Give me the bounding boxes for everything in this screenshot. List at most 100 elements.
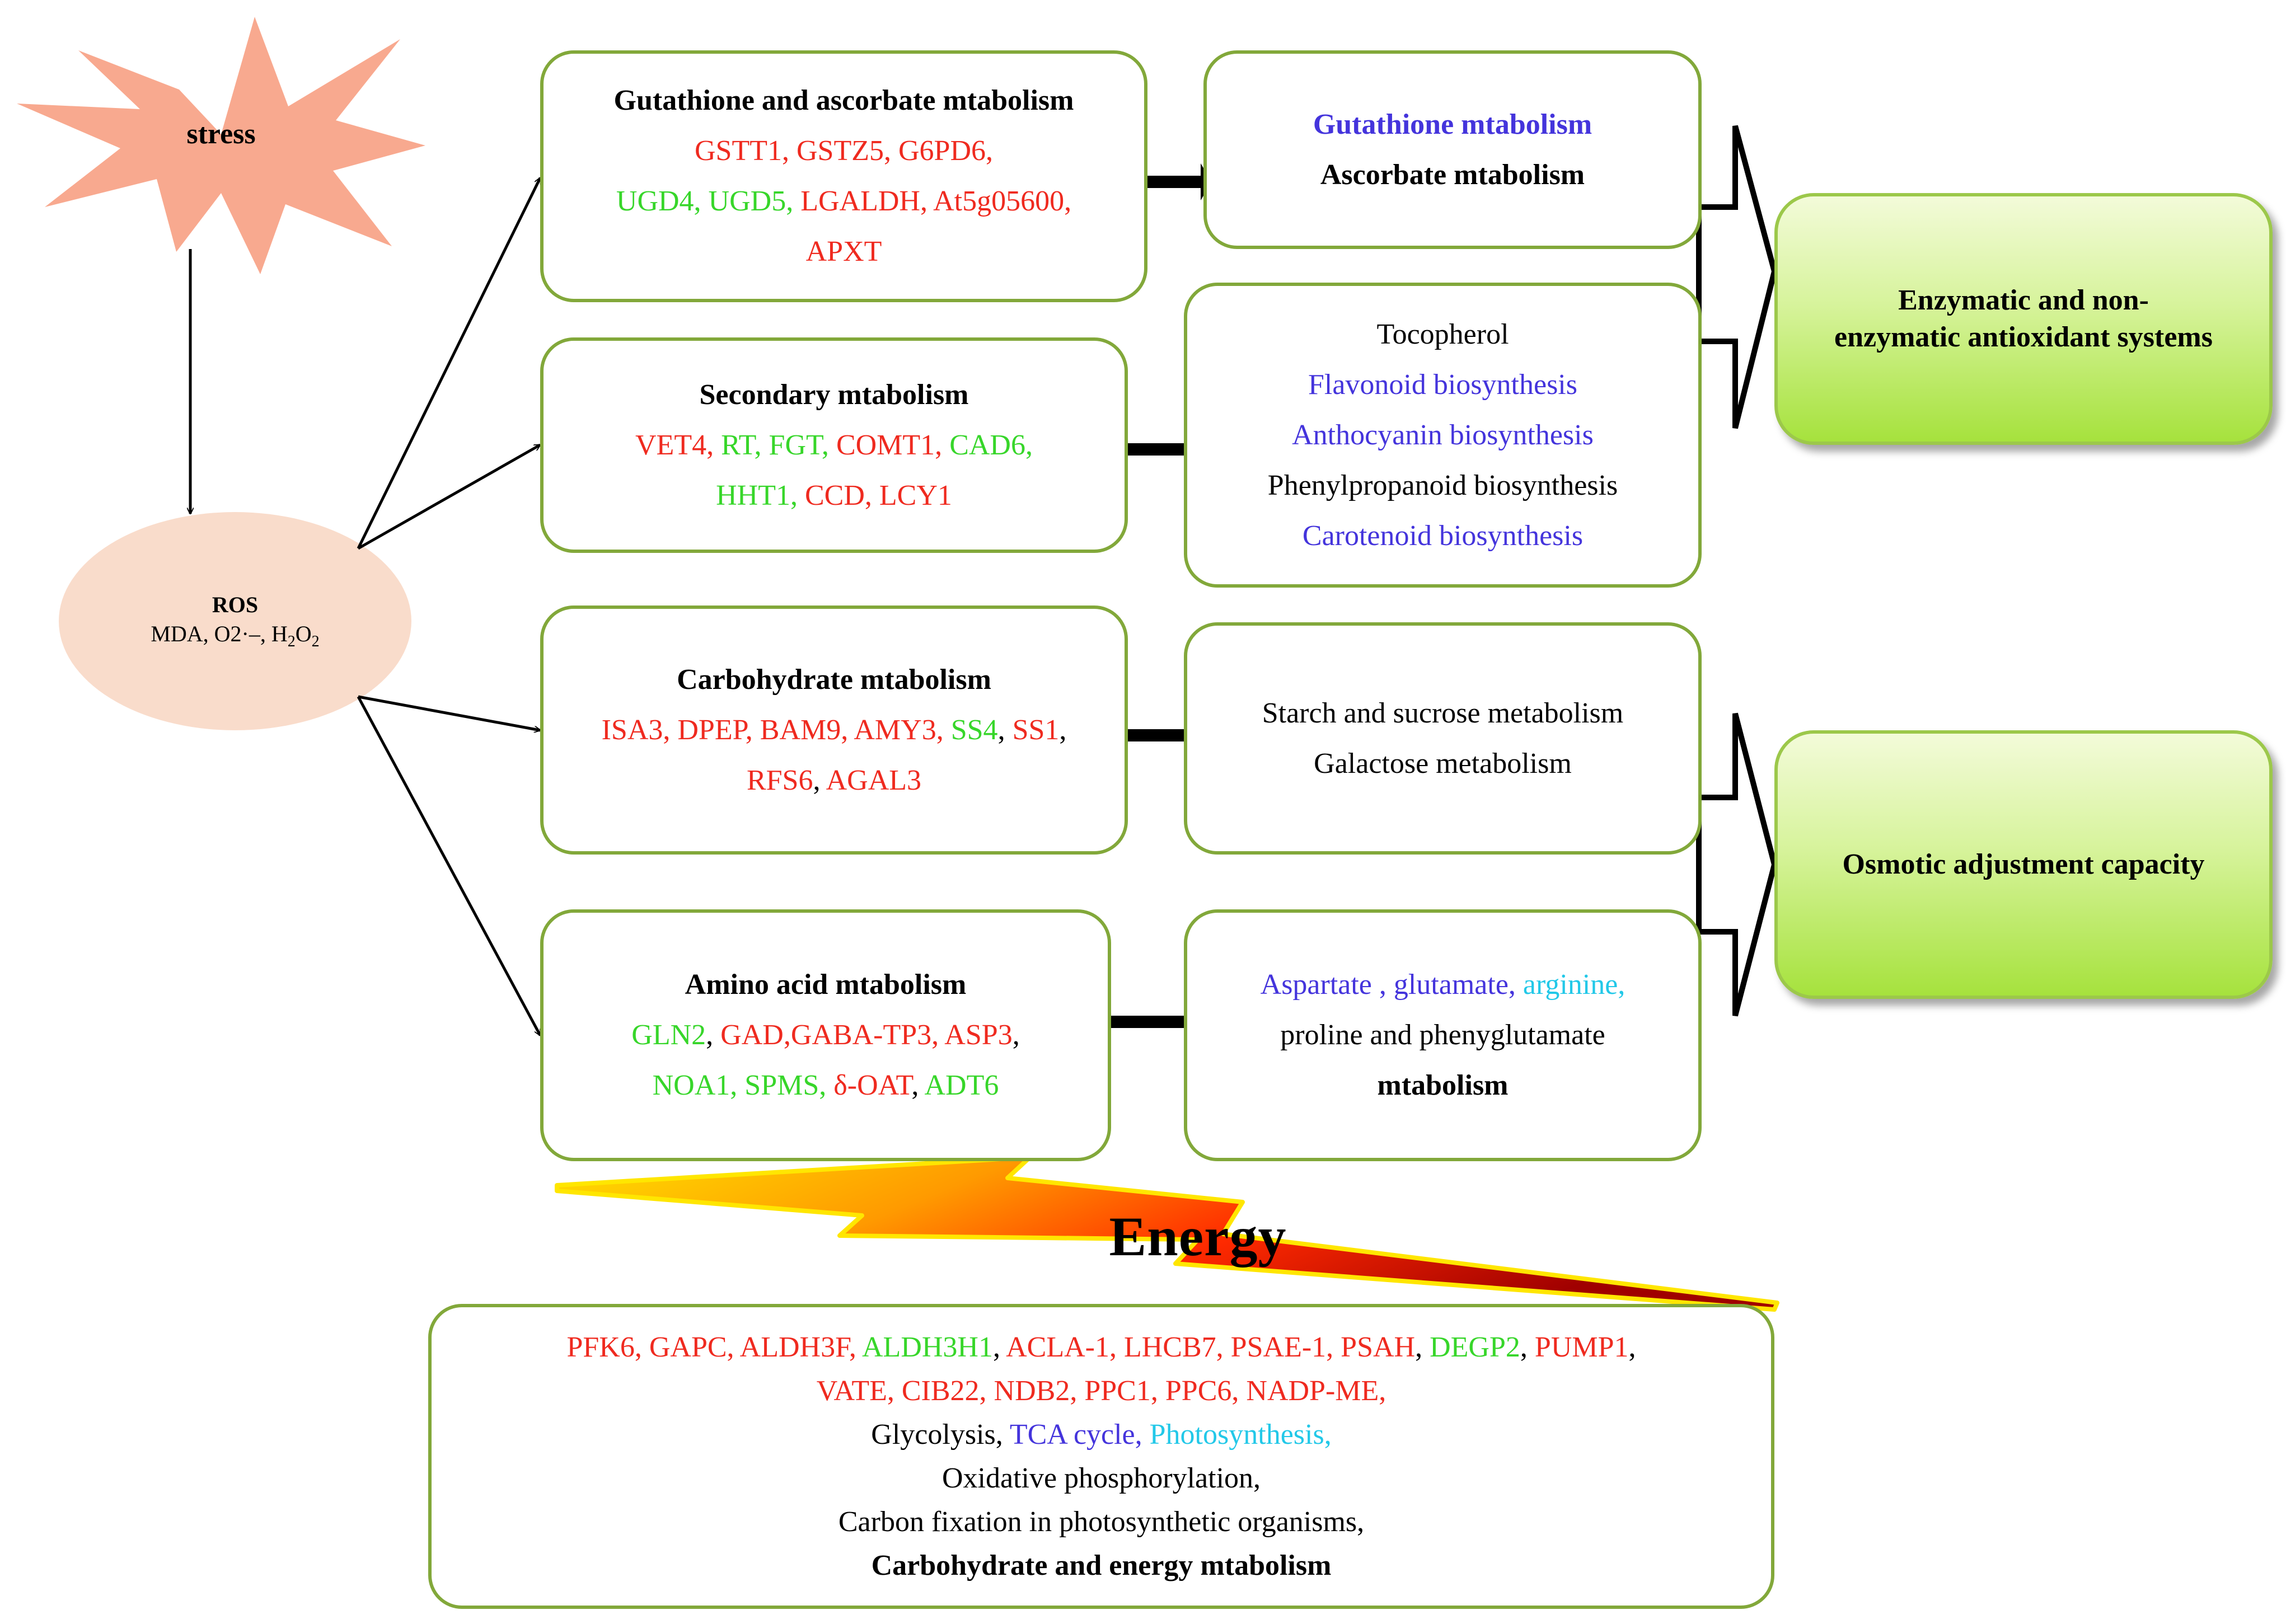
ros-label: ROS MDA, O2·–, H2O2 xyxy=(90,590,381,656)
text-line: PFK6, GAPC, ALDH3F, ALDH3H1, ACLA-1, LHC… xyxy=(566,1326,1636,1369)
pathway-line: Gutathione mtabolism xyxy=(1313,108,1592,140)
text-segment: NOA1, SPMS, xyxy=(652,1069,834,1101)
osmotic-outcome-line-1: Osmotic adjustment capacity xyxy=(1842,848,2205,880)
text-segment: , xyxy=(1415,1331,1430,1363)
text-segment: , xyxy=(1628,1331,1636,1363)
pathway-line: Flavonoid biosynthesis xyxy=(1308,368,1577,401)
text-segment: Carbon fixation in photosynthetic organi… xyxy=(838,1505,1365,1538)
text-line: Carbohydrate and energy mtabolism xyxy=(566,1544,1636,1588)
pathway-line: Ascorbate mtabolism xyxy=(1320,158,1585,191)
text-segment: APXT xyxy=(805,236,882,267)
amino-gene-lines: GLN2, GAD,GABA-TP3, ASP3, NOA1, SPMS, δ-O… xyxy=(631,1010,1019,1111)
text-line: mtabolism xyxy=(1261,1060,1626,1111)
text-segment: , xyxy=(1059,714,1067,746)
text-segment: GLN2 xyxy=(631,1019,706,1051)
text-segment: CAD6, xyxy=(949,429,1033,461)
text-segment: HHT1, xyxy=(716,479,805,511)
energy-lightning-bolt xyxy=(555,1155,1779,1312)
ros-to-carbohydrate-arrow xyxy=(358,695,540,730)
text-segment: RFS6 xyxy=(746,764,813,796)
text-segment: UGD4, UGD5, xyxy=(616,185,801,217)
ros-to-secondary-arrow xyxy=(357,443,540,550)
text-segment: SS1 xyxy=(1012,714,1060,746)
osmotic-outline-arrow xyxy=(1696,712,1778,1017)
text-line: Oxidative phosphorylation, xyxy=(566,1457,1636,1500)
secondary-box-title: Secondary mtabolism xyxy=(699,378,969,411)
text-segment: VET4, xyxy=(635,429,722,461)
antioxidant-outcome-line-2: enzymatic antioxidant systems xyxy=(1834,321,2213,353)
pathway-line: Galactose metabolism xyxy=(1314,747,1572,780)
text-segment: , xyxy=(706,1019,721,1051)
energy-box-lines: PFK6, GAPC, ALDH3F, ALDH3H1, ACLA-1, LHC… xyxy=(566,1326,1636,1588)
text-segment: GSTT1, GSTZ5, G6PD6, xyxy=(694,135,993,167)
text-line: ISA3, DPEP, BAM9, AMY3, SS4, SS1, xyxy=(602,705,1067,755)
amino-gene-box: Amino acid mtabolism GLN2, GAD,GABA-TP3,… xyxy=(540,909,1111,1161)
text-line: Glycolysis, TCA cycle, Photosynthesis, xyxy=(566,1413,1636,1457)
amino-box-title: Amino acid mtabolism xyxy=(685,969,967,1001)
ros-ellipse xyxy=(59,512,411,730)
antioxidant-outline-arrow xyxy=(1696,125,1778,429)
text-line: VATE, CIB22, NDB2, PPC1, PPC6, NADP-ME, xyxy=(566,1369,1636,1413)
text-segment: , xyxy=(813,764,826,796)
text-segment: PFK6, GAPC, ALDH3F, xyxy=(566,1331,862,1363)
text-line: HHT1, CCD, LCY1 xyxy=(635,471,1033,521)
text-segment: ALDH3H1 xyxy=(862,1331,993,1363)
text-segment: ACLA-1, LHCB7, PSAE-1, PSAH xyxy=(1006,1331,1416,1363)
text-segment: PUMP1 xyxy=(1534,1331,1629,1363)
energy-gene-box: PFK6, GAPC, ALDH3F, ALDH3H1, ACLA-1, LHC… xyxy=(428,1304,1774,1609)
text-line: RFS6, AGAL3 xyxy=(602,755,1067,806)
text-line: VET4, RT, FGT, COMT1, CAD6, xyxy=(635,420,1033,471)
ros-title: ROS xyxy=(212,592,259,617)
secondary-gene-box: Secondary mtabolism VET4, RT, FGT, COMT1… xyxy=(540,337,1128,553)
pathway-line: Anthocyanin biosynthesis xyxy=(1292,419,1594,451)
pathway-line: Carotenoid biosynthesis xyxy=(1302,519,1584,552)
text-segment: LGALDH, At5g05600, xyxy=(800,185,1072,217)
gutathione-gene-box: Gutathione and ascorbate mtabolism GSTT1… xyxy=(540,50,1147,302)
pathway-line: Tocopherol xyxy=(1376,318,1509,350)
text-segment: RT, FGT, xyxy=(721,429,836,461)
stress-label: stress xyxy=(186,118,256,150)
text-segment: Aspartate , glutamate, xyxy=(1260,969,1523,1001)
pathway-line: Phenylpropanoid biosynthesis xyxy=(1267,469,1618,501)
antioxidant-outcome-box: Enzymatic and non- enzymatic antioxidant… xyxy=(1774,193,2273,445)
text-line: APXT xyxy=(616,227,1071,277)
stress-starburst xyxy=(17,17,425,274)
text-segment: , xyxy=(1520,1331,1535,1363)
text-segment: ADT6 xyxy=(924,1069,999,1101)
text-segment: Oxidative phosphorylation, xyxy=(941,1462,1261,1494)
text-segment: VATE, CIB22, NDB2, PPC1, PPC6, NADP-ME, xyxy=(816,1374,1386,1407)
text-line: GLN2, GAD,GABA-TP3, ASP3, xyxy=(631,1010,1019,1060)
text-segment: δ-OAT xyxy=(833,1069,912,1101)
carbohydrate-box-title: Carbohydrate mtabolism xyxy=(677,663,991,696)
ros-to-amino-arrow xyxy=(357,696,542,1035)
antioxidant-outcome-line-1: Enzymatic and non- xyxy=(1898,284,2149,316)
text-segment: DEGP2 xyxy=(1430,1331,1520,1363)
text-segment: CCD, LCY1 xyxy=(804,479,952,511)
amino-pathway-lines: Aspartate , glutamate, arginine,proline … xyxy=(1261,960,1626,1111)
text-segment: COMT1, xyxy=(836,429,950,461)
text-segment: , xyxy=(1012,1019,1020,1051)
text-line: proline and phenyglutamate xyxy=(1261,1010,1626,1060)
energy-label: Energy xyxy=(1109,1205,1287,1268)
text-segment: Carbohydrate and energy mtabolism xyxy=(871,1549,1332,1581)
ros-to-gutathione-arrow xyxy=(357,178,542,550)
text-segment: arginine, xyxy=(1523,969,1626,1001)
text-segment: , xyxy=(911,1069,925,1101)
text-segment: ISA3, DPEP, BAM9, AMY3, xyxy=(601,714,951,746)
text-segment: , xyxy=(997,714,1013,746)
ros-species: MDA, O2·–, H2O2 xyxy=(151,621,320,650)
text-segment: AGAL3 xyxy=(826,764,922,796)
gutathione-thick-arrow xyxy=(1145,163,1212,200)
text-segment: , xyxy=(992,1331,1006,1363)
text-segment: TCA cycle, xyxy=(1009,1418,1150,1451)
text-line: Carbon fixation in photosynthetic organi… xyxy=(566,1500,1636,1544)
carbohydrate-gene-box: Carbohydrate mtabolism ISA3, DPEP, BAM9,… xyxy=(540,606,1128,855)
text-line: Aspartate , glutamate, arginine, xyxy=(1261,960,1626,1010)
text-segment: Photosynthesis, xyxy=(1149,1418,1332,1451)
